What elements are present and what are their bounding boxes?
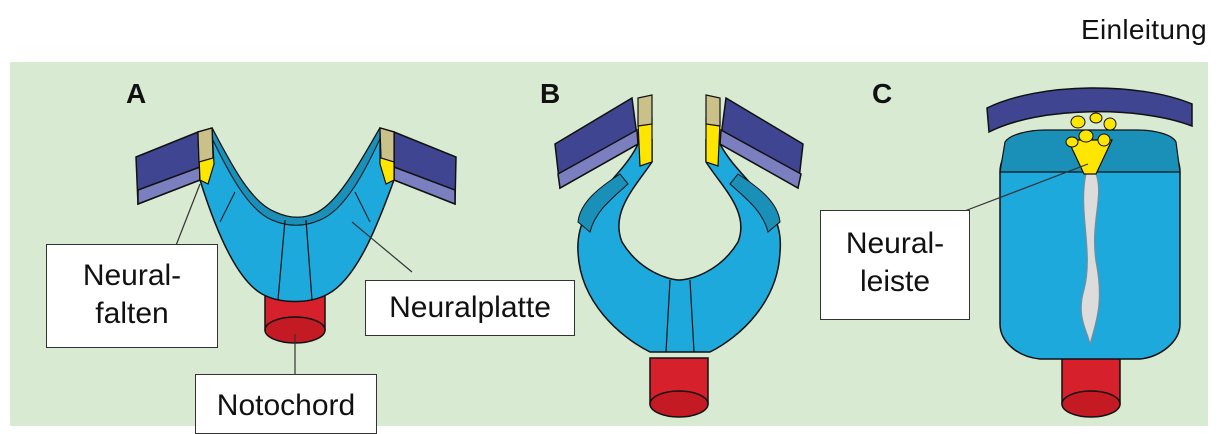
label-neuralfalten: Neural- falten [46, 244, 218, 348]
panel-b-drawing [555, 95, 803, 417]
neurulation-figure: A B C Neural- falten Neuralplatte Notoch… [10, 62, 1208, 426]
ectoderm-left-a [136, 132, 200, 204]
section-header: Einleitung [1081, 14, 1207, 46]
notochord-c [1062, 354, 1120, 417]
leader-neuralfalten [175, 184, 200, 248]
panel-label-a: A [126, 78, 146, 110]
panel-c-drawing [962, 88, 1192, 417]
panel-label-c: C [872, 78, 892, 110]
label-notochord: Notochord [195, 374, 377, 434]
crest-cell [1098, 134, 1110, 146]
crest-cell [1066, 137, 1078, 147]
ectoderm-c [987, 88, 1192, 132]
ectoderm-right-a [394, 132, 456, 204]
neural-fold-left-tip-b [638, 95, 652, 126]
neural-fold-right-tip-b [706, 95, 720, 126]
neural-plate-b [578, 140, 781, 352]
neural-fold-right-tip-a [380, 128, 394, 162]
crest-cell [1104, 118, 1116, 130]
label-neuralplatte: Neuralplatte [365, 280, 575, 336]
crest-cell [1071, 116, 1085, 128]
label-neuralleiste: Neural- leiste [820, 210, 970, 320]
notochord-b [650, 358, 708, 417]
crest-cell [1090, 113, 1102, 123]
neural-fold-left-tip-a [198, 128, 213, 162]
panel-label-b: B [540, 78, 560, 110]
crest-cell [1079, 130, 1093, 142]
